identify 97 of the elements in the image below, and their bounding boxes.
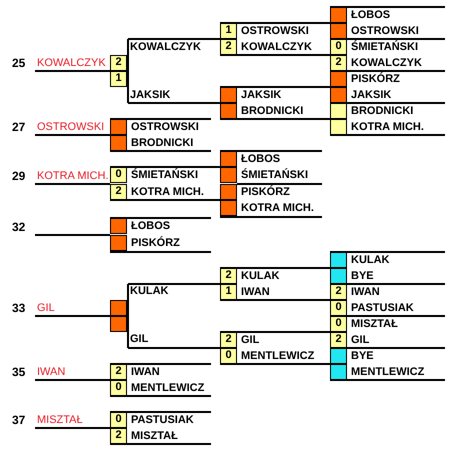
player-name: BYE — [351, 269, 374, 283]
empty-cell — [110, 235, 127, 251]
empty-cell — [330, 71, 347, 87]
player-name: MISZTAŁ — [131, 429, 178, 443]
player-name: OSTROWSKI — [241, 24, 309, 38]
player-name: KOTRA MICH. — [241, 201, 314, 215]
row-number: 33 — [12, 301, 26, 315]
player-name: GIL — [130, 332, 148, 346]
player-name: KOWALCZYK — [130, 40, 201, 54]
player-name: BRODNICKI — [351, 104, 414, 118]
player-name: KOTRA MICH. — [351, 120, 424, 134]
score-cell: 0 — [110, 380, 127, 396]
player-name: IWAN — [37, 365, 66, 379]
player-name: PASTUSIAK — [131, 413, 194, 427]
empty-cell — [110, 316, 127, 332]
row-number: 35 — [12, 365, 26, 379]
player-name: ŁOBOS — [241, 152, 280, 166]
player-name: MENTLEWICZ — [351, 365, 424, 379]
score-cell: 0 — [330, 39, 347, 55]
score-cell: 2 — [220, 332, 237, 348]
player-name: JAKSIK — [130, 88, 170, 102]
player-name: GIL — [351, 333, 370, 347]
player-name: KOWALCZYK — [241, 40, 312, 54]
player-name: ŚMIETAŃSKI — [131, 168, 198, 182]
player-name: BYE — [351, 349, 374, 363]
score-cell: 2 — [330, 332, 347, 348]
player-name: JAKSIK — [241, 88, 282, 102]
player-name: PISKÓRZ — [351, 72, 400, 86]
empty-cell — [330, 103, 347, 119]
empty-cell — [110, 300, 127, 316]
player-name: OSTROWSKI — [351, 24, 419, 38]
player-name: ŚMIETAŃSKI — [241, 168, 308, 182]
player-name: PASTUSIAK — [351, 301, 414, 315]
row-number: 27 — [12, 120, 26, 134]
player-name: PISKÓRZ — [131, 236, 180, 250]
row-number: 32 — [12, 220, 26, 234]
score-cell: 2 — [330, 284, 347, 300]
score-cell: 1 — [220, 284, 237, 300]
score-cell: 2 — [110, 428, 127, 444]
player-name: MENTLEWICZ — [241, 349, 314, 363]
player-name: MENTLEWICZ — [131, 381, 204, 395]
player-name: OSTROWSKI — [131, 120, 199, 134]
score-cell: 2 — [110, 184, 127, 200]
score-cell: 2 — [220, 268, 237, 284]
score-cell: 0 — [220, 348, 237, 364]
player-name: ŚMIETAŃSKI — [351, 40, 418, 54]
player-name: GIL — [241, 333, 260, 347]
player-name: KULAK — [351, 253, 390, 267]
row-number: 29 — [12, 169, 26, 183]
player-name: KOTRA MICH. — [37, 169, 109, 183]
player-name: IWAN — [241, 285, 270, 299]
empty-cell — [220, 151, 237, 167]
empty-cell — [330, 7, 347, 23]
player-name: KOWALCZYK — [351, 56, 422, 70]
row-number: 25 — [12, 56, 26, 70]
player-name: MISZTAŁ — [37, 413, 83, 427]
player-name: IWAN — [351, 285, 380, 299]
empty-cell — [220, 184, 237, 200]
empty-cell — [330, 119, 347, 135]
player-name: JAKSIK — [351, 88, 392, 102]
player-name: IWAN — [131, 365, 160, 379]
empty-cell — [330, 268, 347, 284]
player-name: ŁOBOS — [131, 219, 170, 233]
score-cell: 1 — [110, 71, 127, 87]
player-name: OSTROWSKI — [37, 120, 104, 134]
player-name: KOTRA MICH. — [131, 185, 204, 199]
empty-cell — [220, 200, 237, 216]
empty-cell — [110, 119, 127, 135]
row-number: 37 — [12, 413, 26, 427]
empty-cell — [110, 135, 127, 151]
score-cell: 2 — [110, 364, 127, 380]
score-cell: 0 — [330, 316, 347, 332]
player-name: BRODNICKI — [241, 104, 304, 118]
score-cell: 2 — [330, 55, 347, 71]
empty-cell — [330, 23, 347, 39]
empty-cell — [330, 87, 347, 103]
empty-cell — [330, 252, 347, 268]
empty-cell — [330, 364, 347, 380]
player-name: KULAK — [130, 284, 168, 298]
empty-cell — [220, 87, 237, 103]
score-cell: 2 — [220, 39, 237, 55]
player-name: ŁOBOS — [351, 8, 390, 22]
player-name: KULAK — [241, 269, 280, 283]
empty-cell — [220, 103, 237, 119]
empty-cell — [110, 218, 127, 234]
player-name: MISZTAŁ — [351, 317, 398, 331]
score-cell: 0 — [330, 300, 347, 316]
empty-cell — [330, 348, 347, 364]
player-name: PISKÓRZ — [241, 185, 290, 199]
player-name: KOWALCZYK — [37, 56, 106, 70]
score-cell: 0 — [110, 167, 127, 183]
empty-cell — [220, 167, 237, 183]
score-cell: 1 — [220, 23, 237, 39]
player-name: BRODNICKI — [131, 136, 194, 150]
score-cell: 2 — [110, 55, 127, 71]
player-name: GIL — [37, 301, 55, 315]
score-cell: 0 — [110, 412, 127, 428]
